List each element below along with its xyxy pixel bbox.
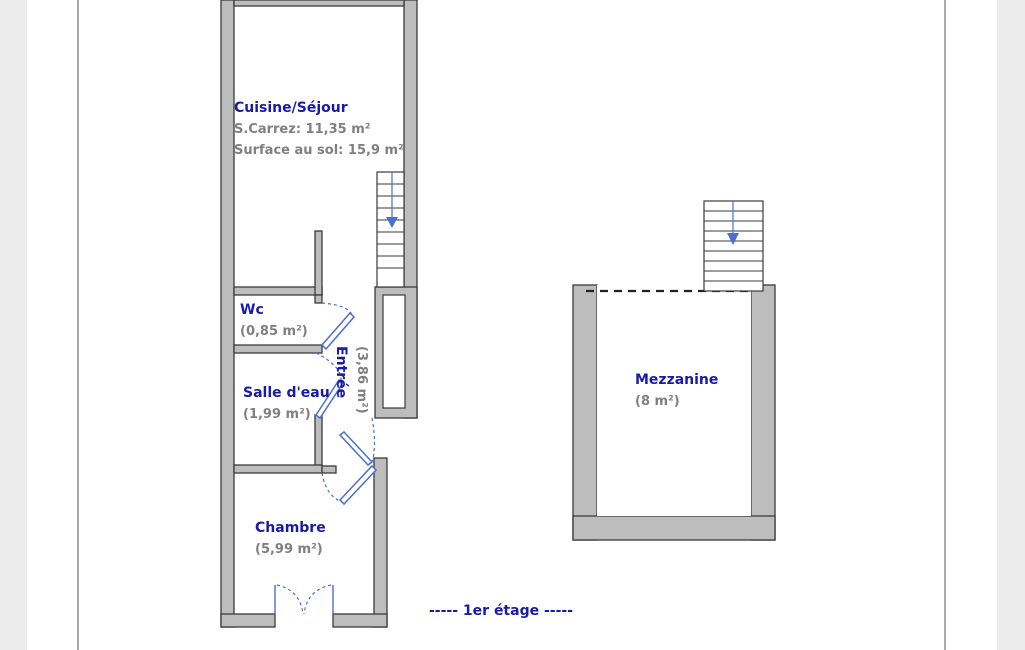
door-swing-icon: [274, 584, 334, 615]
room-area-entree: (3,86 m²): [354, 346, 369, 414]
room-name-wc: Wc: [240, 302, 264, 318]
stairs-down-icon: [376, 171, 405, 288]
room-name-entree: Entrée: [333, 346, 349, 398]
door-swing-icon: [320, 302, 356, 351]
wall-chambre-top: [321, 465, 337, 474]
door-swing-icon: [321, 464, 378, 506]
room-name-salle-eau: Salle d'eau: [243, 385, 330, 401]
arrow-down-icon: [727, 233, 739, 245]
room-area-mezzanine: (8 m²): [635, 394, 680, 409]
room-name-mezzanine: Mezzanine: [635, 372, 718, 388]
door-swing-icon: [338, 417, 376, 467]
page-sheet: [27, 0, 997, 650]
floor-label: ----- 1er étage -----: [429, 603, 573, 619]
wall-partition-stub: [314, 230, 323, 296]
room-area-chambre: (5,99 m²): [255, 542, 323, 557]
stairs-down-icon: [703, 200, 764, 292]
apartment-plan: Cuisine/Séjour S.Carrez: 11,35 m² Surfac…: [220, 0, 418, 628]
room-name-chambre: Chambre: [255, 520, 326, 536]
wall-top-stub: [233, 0, 405, 7]
wall-wc-right: [314, 294, 323, 304]
wall-sde-right-low: [314, 414, 323, 473]
mezzanine-wall-right: [750, 284, 776, 541]
wall-sde-bottom: [233, 464, 323, 474]
room-carrez-cuisine: S.Carrez: 11,35 m²: [234, 122, 370, 137]
wall-cuisine-bottom: [233, 286, 323, 296]
wall-bottom-right: [332, 613, 388, 628]
room-area-wc: (0,85 m²): [240, 324, 308, 339]
room-name-cuisine: Cuisine/Séjour: [234, 100, 348, 116]
mezzanine-plan: Mezzanine (8 m²): [572, 200, 776, 541]
room-area-salle-eau: (1,99 m²): [243, 407, 311, 422]
wall-wc-bottom: [233, 344, 323, 354]
wall-chambre-right: [373, 457, 388, 628]
room-surface-cuisine: Surface au sol: 15,9 m²: [234, 143, 404, 158]
arrow-down-icon: [386, 217, 398, 228]
mezzanine-wall-left: [572, 284, 598, 541]
wall-left: [220, 0, 235, 628]
door-swing-icon: [314, 352, 345, 420]
mezzanine-wall-bottom: [572, 515, 776, 541]
wall-bottom-left: [220, 613, 276, 628]
